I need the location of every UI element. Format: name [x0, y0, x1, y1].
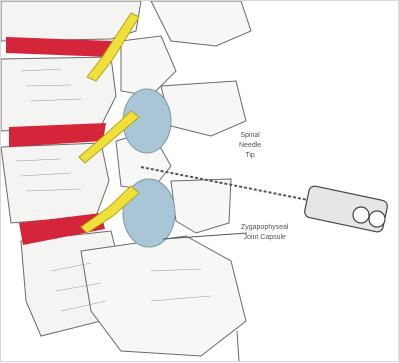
sacrum-fragment	[81, 236, 246, 356]
label-needle-tip: Spinal Needle Tip	[239, 131, 261, 161]
illustration-edge	[237, 331, 239, 361]
disc-1	[6, 37, 113, 57]
needle-hub-ring-2	[369, 211, 385, 227]
spinous-process-1	[151, 1, 251, 46]
spinous-process-3	[171, 179, 231, 233]
spinous-process-2	[161, 81, 246, 136]
joint-capsule-leader-line	[163, 233, 247, 239]
label-joint-capsule: Zygapophyseal Joint Capsule	[241, 223, 288, 243]
needle-hub-ring-1	[353, 207, 369, 223]
